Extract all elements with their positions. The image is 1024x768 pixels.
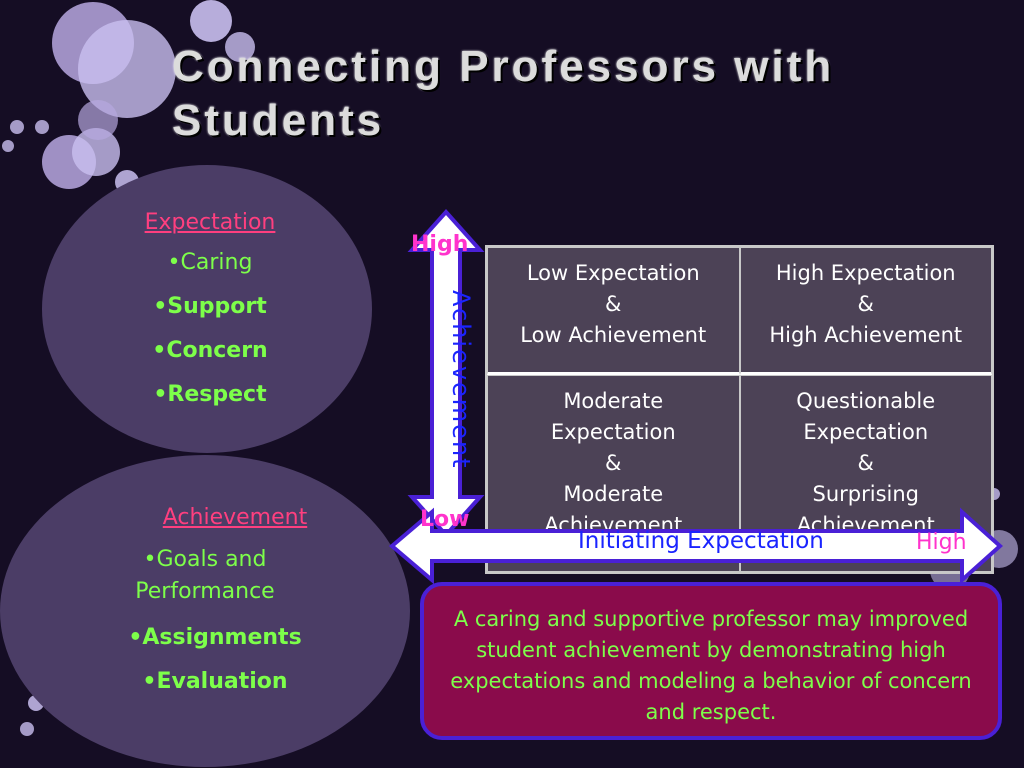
expectation-item: •Concern <box>152 338 268 363</box>
x-axis-label: Initiating Expectation <box>578 528 824 554</box>
summary-note-text: A caring and supportive professor may im… <box>450 607 972 724</box>
expectation-oval <box>42 165 372 453</box>
matrix-cell-text: High Expectation & High Achievement <box>769 261 963 347</box>
decor-bubble <box>78 100 118 140</box>
x-axis-high-label: High <box>916 530 967 555</box>
achievement-item: •Goals and Performance <box>135 547 275 604</box>
slide-title: Connecting Professors with Students <box>172 42 835 145</box>
decor-bubble <box>10 120 24 134</box>
expectation-item: •Support <box>153 294 267 319</box>
decor-bubble <box>35 120 49 134</box>
achievement-item: •Evaluation <box>142 669 288 694</box>
y-axis-label: Achievement <box>447 290 475 470</box>
decor-bubble <box>20 722 34 736</box>
matrix-cell-low-low: Low Expectation & Low Achievement <box>487 247 740 375</box>
matrix-cell-high-high: High Expectation & High Achievement <box>739 247 992 375</box>
achievement-item: •Assignments <box>128 625 302 650</box>
expectation-achievement-matrix: Low Expectation & Low Achievement High E… <box>485 245 994 574</box>
achievement-oval <box>0 455 410 767</box>
matrix-cell-text: Questionable Expectation & Surprising Ac… <box>796 389 936 537</box>
achievement-list: Achievement •Goals and Performance •Assi… <box>95 505 335 712</box>
decor-bubble <box>225 32 255 62</box>
expectation-heading: Expectation <box>144 210 276 235</box>
decor-bubble <box>190 0 232 42</box>
decor-bubble <box>2 140 14 152</box>
expectation-list: Expectation •Caring •Support •Concern •R… <box>80 210 340 425</box>
expectation-item: •Caring <box>167 250 253 275</box>
achievement-heading: Achievement <box>162 505 308 530</box>
expectation-item: •Respect <box>153 382 267 407</box>
summary-note: A caring and supportive professor may im… <box>420 582 1002 740</box>
y-axis-low-label: Low <box>420 507 470 532</box>
y-axis-high-label: High <box>411 232 469 257</box>
matrix-cell-text: Moderate Expectation & Moderate Achievem… <box>544 389 683 537</box>
matrix-cell-text: Low Expectation & Low Achievement <box>520 261 707 347</box>
